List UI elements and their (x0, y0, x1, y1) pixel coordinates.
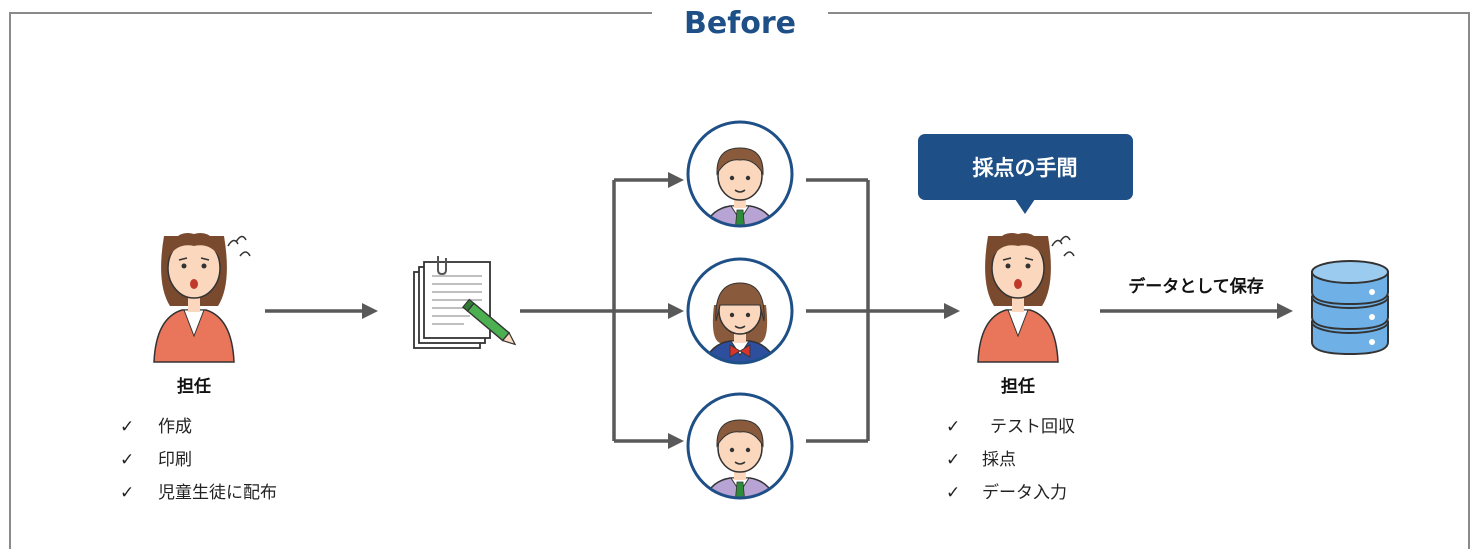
task-item: データ入力 (982, 482, 1067, 503)
teacher-right-icon (977, 232, 1075, 363)
check-icon: ✓ (120, 417, 134, 437)
task-item: テスト回収 (990, 417, 1075, 437)
check-icon: ✓ (946, 483, 960, 503)
distribute-arrows (520, 172, 684, 449)
check-icon: ✓ (120, 450, 134, 470)
collect-arrows (806, 178, 960, 443)
diagram-title: Before (684, 6, 796, 41)
teacher-left-icon (153, 232, 251, 363)
database-icon (1311, 260, 1389, 356)
callout-text: 採点の手間 (973, 156, 1078, 180)
check-icon: ✓ (120, 483, 134, 503)
arrow-to-paper (265, 303, 378, 319)
task-item: 作成 (158, 417, 192, 437)
student-boy-icon (686, 120, 794, 228)
task-item: 児童生徒に配布 (158, 483, 277, 503)
teacher-left-task-list: ✓ 作成 ✓ 印刷 ✓ 児童生徒に配布 (120, 417, 277, 503)
check-icon: ✓ (946, 417, 960, 437)
frame (9, 12, 1470, 549)
task-item: 印刷 (158, 450, 192, 470)
task-item: 採点 (982, 450, 1016, 470)
student-boy-icon (686, 392, 794, 500)
burden-callout: 採点の手間 (918, 134, 1133, 214)
teacher-right-task-list: ✓ テスト回収 ✓ 採点 ✓ データ入力 (946, 417, 1075, 503)
teacher-left-label: 担任 (177, 376, 211, 397)
test-paper-icon (413, 256, 517, 349)
teacher-right-label: 担任 (1001, 376, 1035, 397)
student-girl-icon (686, 257, 794, 365)
check-icon: ✓ (946, 450, 960, 470)
arrow-to-database (1100, 303, 1293, 319)
save-label: データとして保存 (1128, 276, 1264, 297)
